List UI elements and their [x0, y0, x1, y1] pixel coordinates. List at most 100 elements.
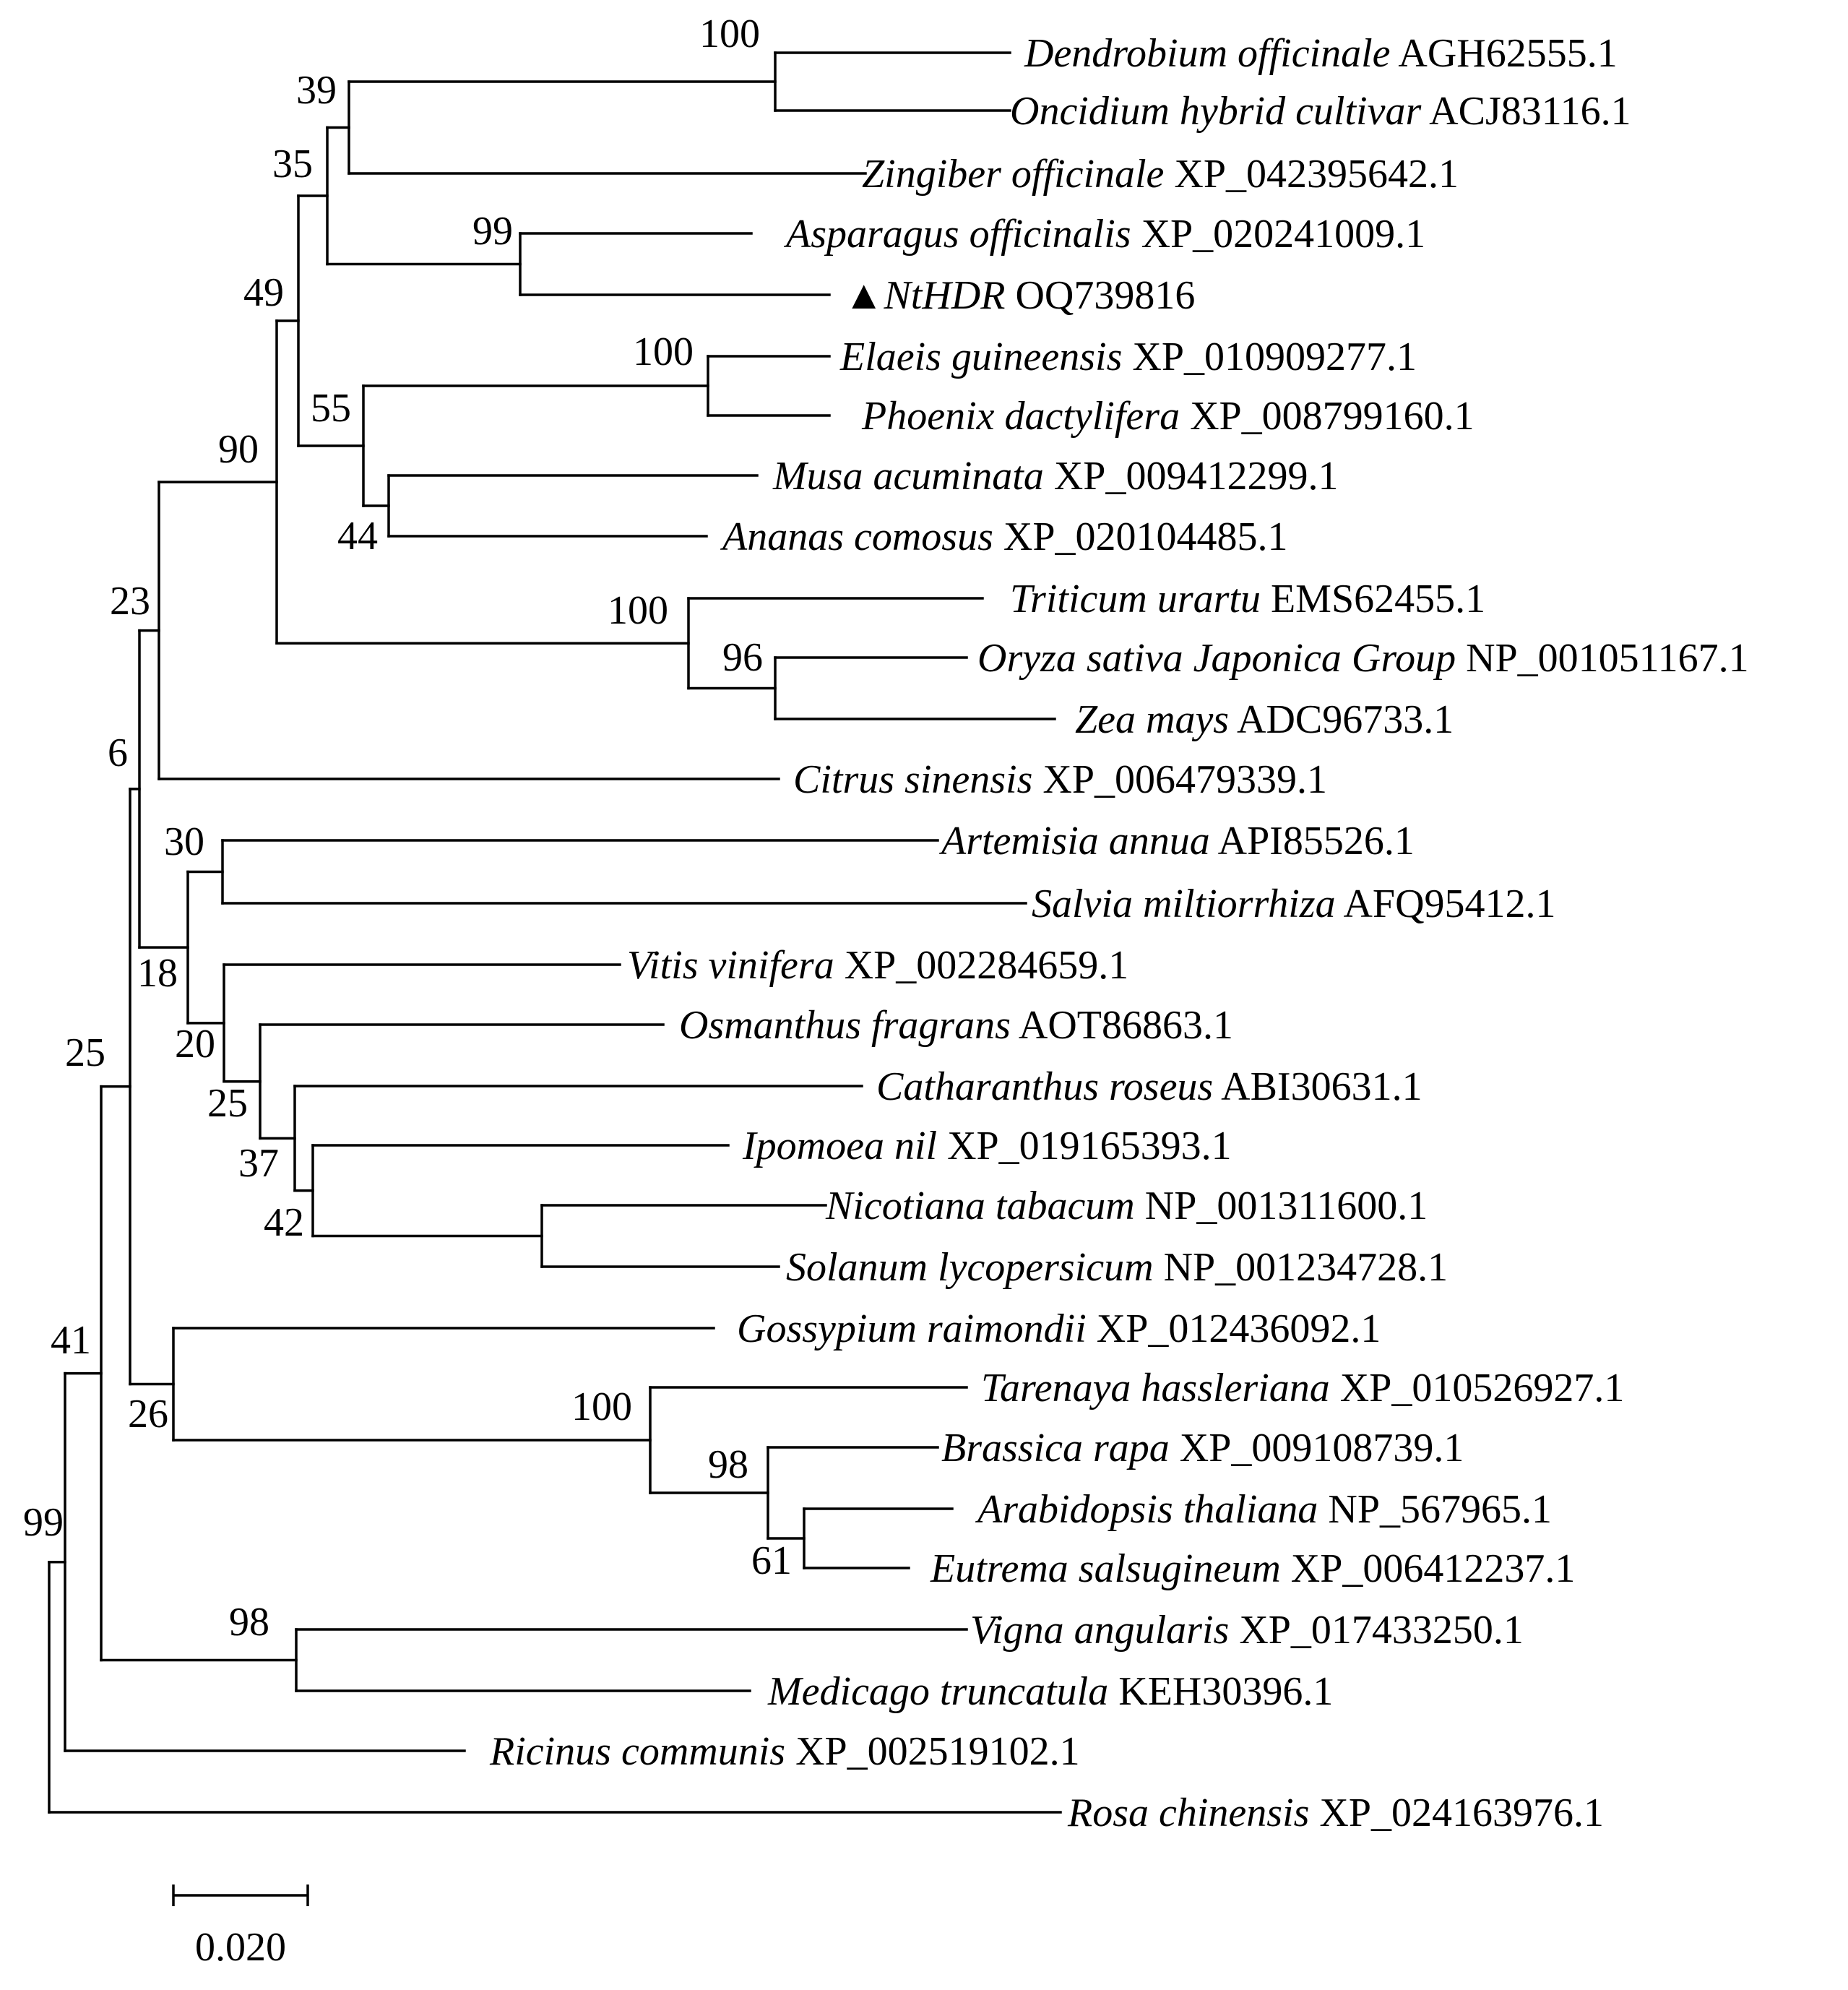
species-name: Dendrobium officinale	[1024, 31, 1391, 76]
species-name: Salvia miltiorrhiza	[1032, 882, 1336, 926]
species-name: Oryza sativa Japonica Group	[977, 636, 1456, 681]
bootstrap-value: 25	[65, 1030, 105, 1075]
accession-number: XP_002519102.1	[785, 1729, 1080, 1774]
accession-number: XP_017433250.1	[1229, 1608, 1524, 1653]
bootstrap-value: 23	[110, 579, 150, 624]
bootstrap-value: 37	[238, 1141, 279, 1186]
taxon-label-medicago: Medicago truncatula KEH30396.1	[767, 1669, 1333, 1714]
species-name: Zea mays	[1075, 697, 1229, 742]
species-name: Citrus sinensis	[793, 757, 1032, 802]
accession-number: XP_020241009.1	[1131, 212, 1426, 257]
accession-number: ABI30631.1	[1213, 1064, 1422, 1109]
species-name: Musa acuminata	[772, 454, 1044, 499]
taxon-label-oryza: Oryza sativa Japonica Group NP_001051167…	[977, 636, 1749, 681]
species-name: Catharanthus roseus	[876, 1064, 1213, 1109]
scale-bar-label: 0.020	[195, 1925, 286, 1970]
accession-number: XP_012436092.1	[1087, 1306, 1381, 1351]
species-name: Ricinus communis	[489, 1729, 785, 1774]
taxon-label-arabidopsis: Arabidopsis thaliana NP_567965.1	[975, 1487, 1552, 1532]
bootstrap-value: 99	[472, 209, 513, 254]
tree-branches	[48, 51, 1062, 1814]
species-name: Tarenaya hassleriana	[981, 1366, 1330, 1410]
taxon-labels: Dendrobium officinale AGH62555.1Oncidium…	[489, 31, 1749, 1835]
accession-number: XP_010526927.1	[1330, 1366, 1625, 1410]
bootstrap-value: 20	[175, 1022, 215, 1067]
taxon-label-eutrema: Eutrema salsugineum XP_006412237.1	[930, 1546, 1575, 1591]
species-name: Arabidopsis thaliana	[975, 1487, 1318, 1532]
species-name: Nicotiana tabacum	[825, 1184, 1135, 1228]
bootstrap-value: 55	[311, 386, 351, 431]
accession-number: NP_001051167.1	[1456, 636, 1749, 681]
accession-number: XP_010909277.1	[1122, 335, 1417, 379]
bootstrap-value: 44	[337, 514, 378, 559]
taxon-label-tarenaya: Tarenaya hassleriana XP_010526927.1	[981, 1366, 1624, 1410]
filled-triangle-icon: ▲	[844, 273, 884, 318]
accession-number: KEH30396.1	[1108, 1669, 1333, 1714]
species-name: Medicago truncatula	[767, 1669, 1108, 1714]
taxon-label-dendrobium: Dendrobium officinale AGH62555.1	[1024, 31, 1618, 76]
taxon-label-elaeis: Elaeis guineensis XP_010909277.1	[839, 335, 1417, 379]
bootstrap-value: 41	[51, 1318, 91, 1363]
taxon-label-triticum: Triticum urartu EMS62455.1	[1010, 577, 1485, 621]
accession-number: XP_006412237.1	[1281, 1546, 1576, 1591]
accession-number: XP_020104485.1	[993, 514, 1288, 559]
bootstrap-value: 26	[128, 1392, 168, 1436]
accession-number: NP_001311600.1	[1135, 1184, 1428, 1228]
accession-number: ADC96733.1	[1229, 697, 1454, 742]
accession-number: API85526.1	[1210, 819, 1415, 863]
species-name: Triticum urartu	[1010, 577, 1261, 621]
accession-number: XP_024163976.1	[1309, 1791, 1604, 1835]
species-name: Ipomoea nil	[742, 1124, 937, 1168]
taxon-label-zea: Zea mays ADC96733.1	[1075, 697, 1454, 742]
species-name: Solanum lycopersicum	[786, 1245, 1154, 1290]
bootstrap-value: 100	[633, 329, 694, 374]
accession-number: AOT86863.1	[1011, 1003, 1233, 1048]
bootstrap-value: 99	[23, 1500, 64, 1545]
species-name: NtHDR	[883, 273, 1005, 318]
species-name: Osmanthus fragrans	[679, 1003, 1011, 1048]
accession-number: XP_006479339.1	[1032, 757, 1327, 802]
bootstrap-value: 18	[137, 951, 178, 996]
taxon-label-ananas: Ananas comosus XP_020104485.1	[720, 514, 1287, 559]
accession-number: XP_042395642.1	[1164, 152, 1459, 197]
species-name: Asparagus officinalis	[783, 212, 1131, 257]
bootstrap-value: 6	[108, 731, 128, 775]
bootstrap-value: 30	[164, 819, 204, 864]
taxon-label-asparagus: Asparagus officinalis XP_020241009.1	[783, 212, 1425, 257]
taxon-label-artemisia: Artemisia annua API85526.1	[938, 819, 1415, 863]
accession-number: ACJ83116.1	[1421, 89, 1631, 134]
taxon-label-salvia: Salvia miltiorrhiza AFQ95412.1	[1032, 882, 1556, 926]
species-name: Elaeis guineensis	[839, 335, 1122, 379]
accession-number: XP_019165393.1	[937, 1124, 1232, 1168]
species-name: Phoenix dactylifera	[861, 394, 1180, 439]
scale-bar: 0.020	[172, 1885, 309, 1970]
bootstrap-value: 42	[264, 1200, 304, 1245]
taxon-label-ricinus: Ricinus communis XP_002519102.1	[489, 1729, 1080, 1774]
taxon-label-oncidium: Oncidium hybrid cultivar ACJ83116.1	[1010, 89, 1631, 134]
taxon-label-citrus: Citrus sinensis XP_006479339.1	[793, 757, 1327, 802]
species-name: Oncidium hybrid cultivar	[1010, 89, 1421, 134]
taxon-label-phoenix: Phoenix dactylifera XP_008799160.1	[861, 394, 1474, 439]
taxon-label-gossypium: Gossypium raimondii XP_012436092.1	[737, 1306, 1381, 1351]
accession-number: AGH62555.1	[1391, 31, 1618, 76]
accession-number: NP_567965.1	[1318, 1487, 1552, 1532]
species-name: Brassica rapa	[941, 1426, 1170, 1470]
taxon-label-brassica: Brassica rapa XP_009108739.1	[941, 1426, 1464, 1470]
bootstrap-value: 61	[751, 1538, 792, 1583]
taxon-label-osmanthus: Osmanthus fragrans AOT86863.1	[679, 1003, 1233, 1048]
bootstrap-value: 98	[708, 1442, 748, 1487]
species-name: Rosa chinensis	[1067, 1791, 1309, 1835]
taxon-label-nicotiana: Nicotiana tabacum NP_001311600.1	[825, 1184, 1428, 1228]
accession-number: XP_009108739.1	[1170, 1426, 1464, 1470]
accession-number: XP_002284659.1	[834, 943, 1129, 988]
species-name: Vigna angularis	[970, 1608, 1229, 1653]
accession-number: NP_001234728.1	[1154, 1245, 1448, 1290]
bootstrap-value: 100	[608, 588, 668, 633]
accession-number: OQ739816	[1005, 273, 1195, 318]
bootstrap-value: 49	[243, 270, 284, 315]
taxon-label-ipomoea: Ipomoea nil XP_019165393.1	[742, 1124, 1232, 1168]
taxon-label-musa: Musa acuminata XP_009412299.1	[772, 454, 1338, 499]
bootstrap-value: 35	[272, 142, 313, 186]
bootstrap-value: 98	[229, 1600, 269, 1645]
